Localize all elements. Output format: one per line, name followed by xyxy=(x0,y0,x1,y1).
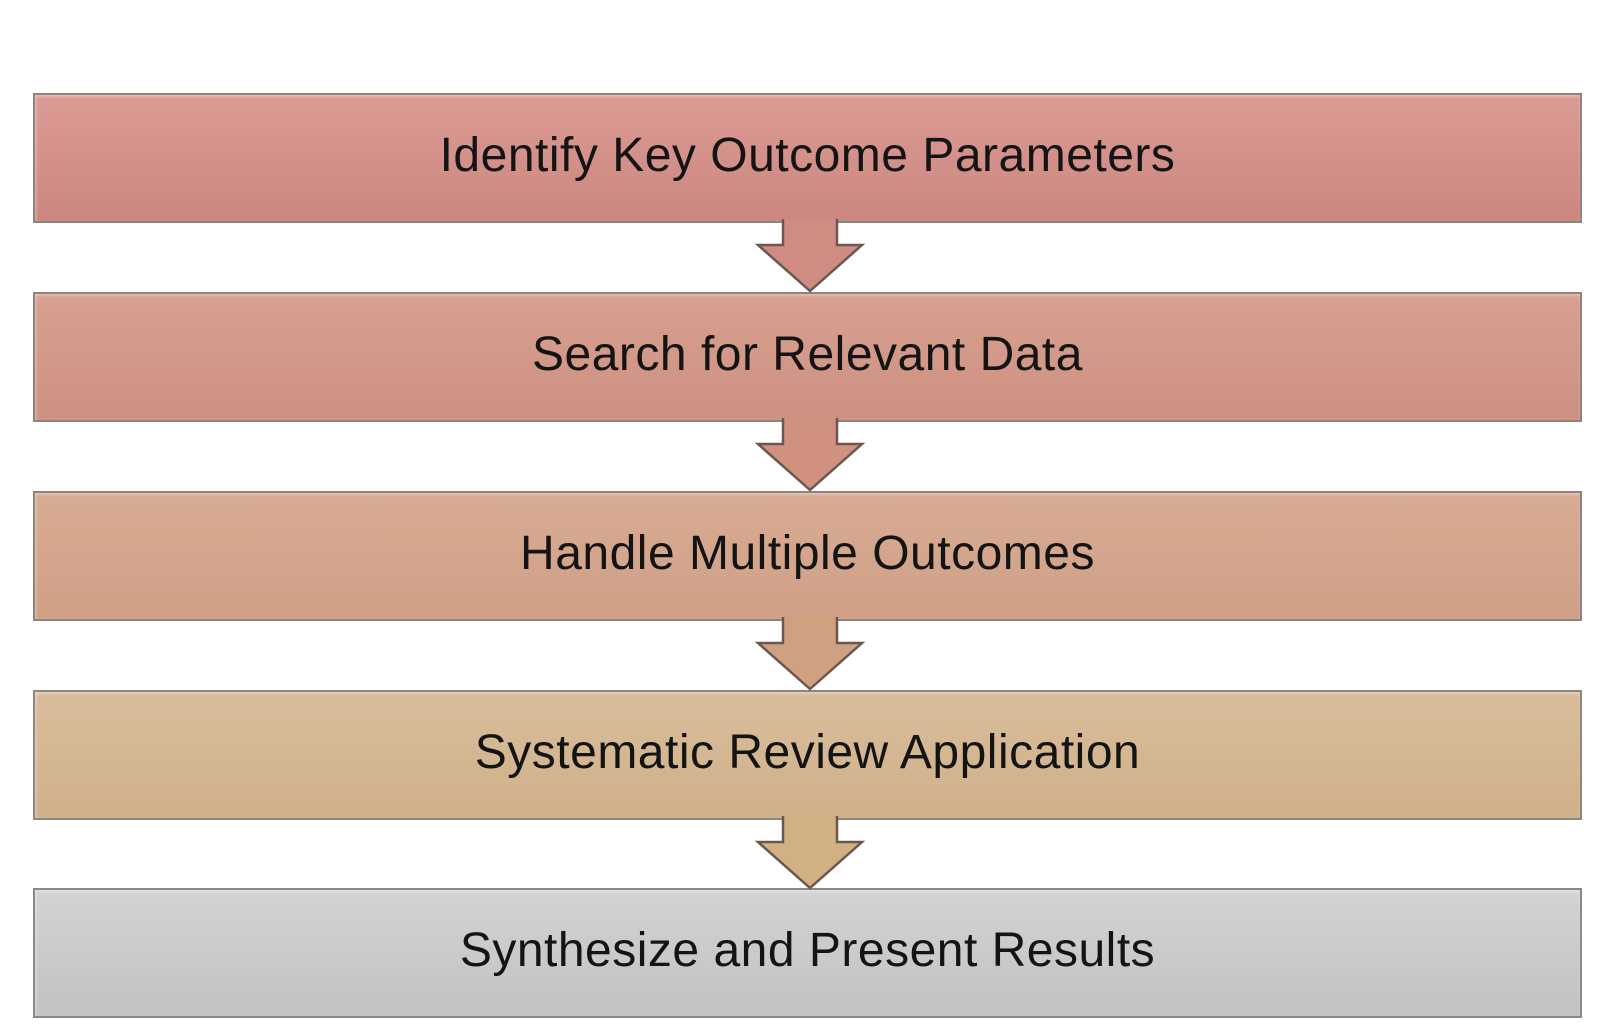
step-systematic-review-application: Systematic Review Application xyxy=(33,690,1582,820)
down-arrow-connector xyxy=(753,617,867,691)
down-arrow-connector xyxy=(753,418,867,492)
step-label: Search for Relevant Data xyxy=(532,328,1083,381)
down-arrow-shape xyxy=(754,418,866,492)
step-synthesize-and-present-results: Synthesize and Present Results xyxy=(33,888,1582,1018)
down-arrow-icon xyxy=(754,219,866,293)
down-arrow-shape xyxy=(754,617,866,691)
step-identify-key-outcome-parameters: Identify Key Outcome Parameters xyxy=(33,93,1582,223)
step-label: Identify Key Outcome Parameters xyxy=(439,129,1176,182)
down-arrow-icon xyxy=(754,816,866,890)
step-handle-multiple-outcomes: Handle Multiple Outcomes xyxy=(33,491,1582,621)
down-arrow-connector xyxy=(753,219,867,293)
step-label: Handle Multiple Outcomes xyxy=(520,527,1095,580)
step-label: Synthesize and Present Results xyxy=(459,924,1156,977)
down-arrow-connector xyxy=(753,816,867,890)
down-arrow-shape xyxy=(754,219,866,293)
down-arrow-icon xyxy=(754,617,866,691)
down-arrow-icon xyxy=(754,418,866,492)
step-search-for-relevant-data: Search for Relevant Data xyxy=(33,292,1582,422)
down-arrow-shape xyxy=(754,816,866,890)
step-label: Systematic Review Application xyxy=(474,726,1141,779)
